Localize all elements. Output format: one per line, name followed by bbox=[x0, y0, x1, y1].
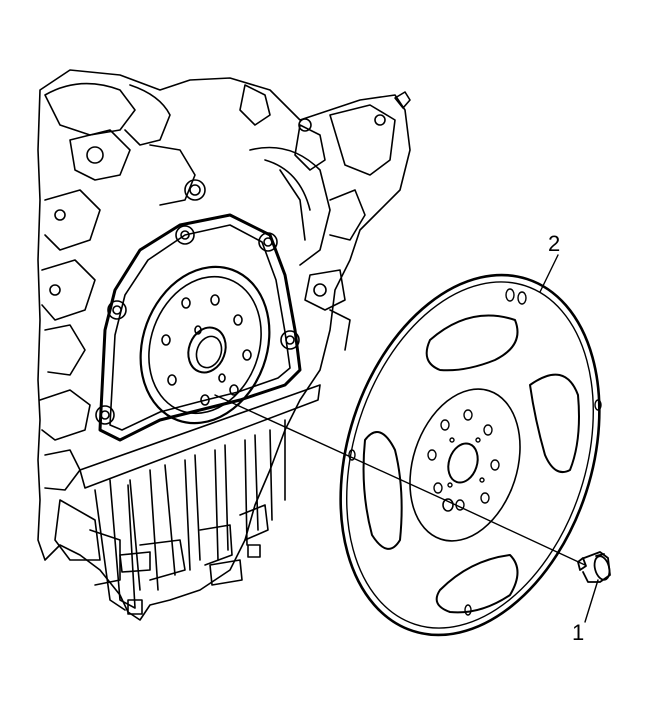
engine-block bbox=[37, 69, 411, 621]
bolt bbox=[577, 551, 611, 583]
oil-pan bbox=[54, 384, 321, 615]
flexplate-outer-holes bbox=[348, 288, 602, 616]
alignment-line-lower bbox=[444, 499, 586, 566]
leader-line-1 bbox=[584, 579, 599, 623]
flexplate bbox=[339, 273, 602, 637]
callout-1-label: 1 bbox=[572, 620, 585, 645]
rear-seal-housing bbox=[95, 179, 302, 442]
alignment-line-upper bbox=[214, 394, 446, 501]
leader-line-2 bbox=[539, 254, 559, 293]
crankshaft-flange bbox=[139, 265, 271, 425]
flange-holes bbox=[161, 294, 252, 406]
callout-2-label: 2 bbox=[548, 231, 561, 256]
flexplate-bolt-holes bbox=[427, 409, 500, 511]
housing-bolts bbox=[95, 179, 300, 425]
